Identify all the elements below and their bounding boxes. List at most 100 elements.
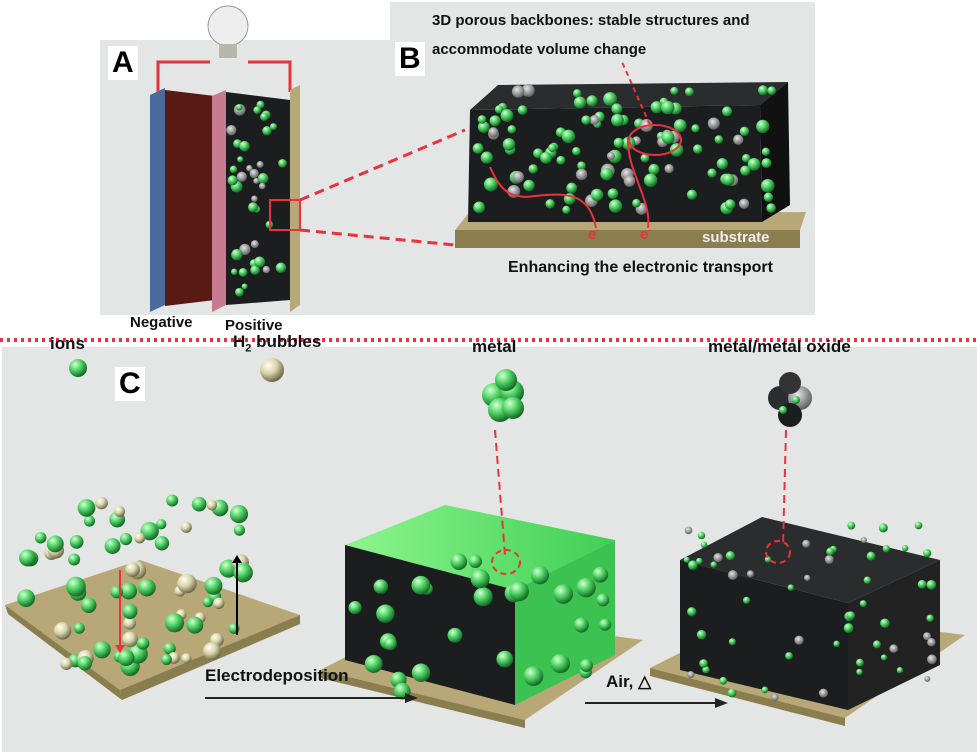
sphere xyxy=(728,638,736,646)
sphere xyxy=(470,569,490,589)
sphere xyxy=(577,161,586,170)
sphere xyxy=(83,515,96,527)
sphere xyxy=(566,182,578,194)
sphere xyxy=(843,623,854,633)
sphere xyxy=(502,138,516,151)
metal-oxide-porous-block xyxy=(650,429,965,726)
sphere xyxy=(767,86,776,95)
panel-b-caption-line2: accommodate volume change xyxy=(432,41,647,58)
sphere xyxy=(154,536,170,551)
sphere xyxy=(824,555,834,564)
sphere xyxy=(648,163,660,175)
sphere xyxy=(507,125,517,134)
electrodeposition-label: Electrodeposition xyxy=(205,666,349,685)
sphere xyxy=(530,566,550,585)
sphere xyxy=(480,151,493,164)
sphere xyxy=(727,688,737,698)
sphere xyxy=(581,115,591,125)
sphere xyxy=(684,87,694,97)
sphere xyxy=(684,526,693,535)
sphere xyxy=(855,658,864,667)
sphere xyxy=(253,177,260,184)
metal-oxide-cluster-icon xyxy=(768,372,812,427)
sphere xyxy=(278,159,287,168)
sphere xyxy=(670,86,679,95)
sphere xyxy=(802,539,811,548)
sphere xyxy=(164,613,185,633)
sphere xyxy=(125,562,140,578)
sphere xyxy=(740,165,751,176)
sphere xyxy=(203,642,222,661)
sphere xyxy=(747,157,761,171)
sphere xyxy=(725,551,735,561)
sphere xyxy=(477,121,490,134)
sphere xyxy=(880,618,890,629)
sphere xyxy=(191,496,207,512)
sphere xyxy=(926,579,937,590)
metal-cluster-icon xyxy=(482,369,524,422)
sphere xyxy=(376,604,395,623)
sphere xyxy=(589,115,600,125)
sphere xyxy=(229,504,249,524)
sphere xyxy=(699,659,708,668)
electron-label-1: e- xyxy=(588,225,600,243)
sphere xyxy=(489,115,501,127)
sphere xyxy=(122,603,138,620)
sphere xyxy=(246,165,253,172)
sphere xyxy=(373,579,389,594)
sphere xyxy=(739,126,750,137)
sphere xyxy=(764,556,772,563)
sphere xyxy=(156,519,167,530)
sphere xyxy=(586,95,598,107)
sphere xyxy=(250,240,259,249)
sphere xyxy=(483,177,498,192)
sphere xyxy=(181,653,192,664)
sphere xyxy=(257,173,269,184)
sphere xyxy=(603,92,617,106)
panel-b-caption-line1: 3D porous backbones: stable structures a… xyxy=(432,12,750,29)
sphere xyxy=(643,173,658,187)
sphere xyxy=(561,129,576,144)
sphere xyxy=(517,105,528,115)
sphere xyxy=(77,499,96,517)
ions-label: ions xyxy=(50,334,85,353)
air-heat-label: Air, △ xyxy=(606,672,652,691)
negative-label: Negative xyxy=(130,314,193,331)
panel-b-label: B xyxy=(395,42,425,76)
sphere xyxy=(761,147,770,156)
sphere xyxy=(766,203,776,213)
sphere xyxy=(258,182,266,190)
sphere xyxy=(138,578,156,597)
sphere xyxy=(468,554,483,568)
sphere xyxy=(77,656,93,671)
sphere xyxy=(833,640,840,648)
sphere xyxy=(923,632,931,641)
sphere xyxy=(914,521,923,530)
sphere xyxy=(592,566,609,583)
sphere xyxy=(901,545,909,552)
sphere xyxy=(523,666,544,686)
sphere xyxy=(826,547,835,556)
sphere xyxy=(741,153,751,163)
sphere xyxy=(607,188,619,199)
substrate-label: substrate xyxy=(702,229,770,246)
electron-label-2: e- xyxy=(640,225,652,243)
sphere xyxy=(477,115,487,124)
sphere xyxy=(917,579,927,589)
sphere xyxy=(213,597,225,610)
sphere xyxy=(46,535,64,553)
sphere xyxy=(686,189,698,200)
sphere xyxy=(119,532,133,546)
sphere xyxy=(122,631,138,648)
sphere xyxy=(235,287,244,297)
sphere xyxy=(572,147,581,156)
sphere xyxy=(512,171,524,183)
metal-label: metal xyxy=(472,337,517,356)
sphere xyxy=(248,202,259,213)
sphere xyxy=(93,640,111,659)
sphere xyxy=(117,649,135,667)
sphere xyxy=(73,622,85,634)
sphere xyxy=(661,100,675,115)
sphere xyxy=(761,686,769,694)
